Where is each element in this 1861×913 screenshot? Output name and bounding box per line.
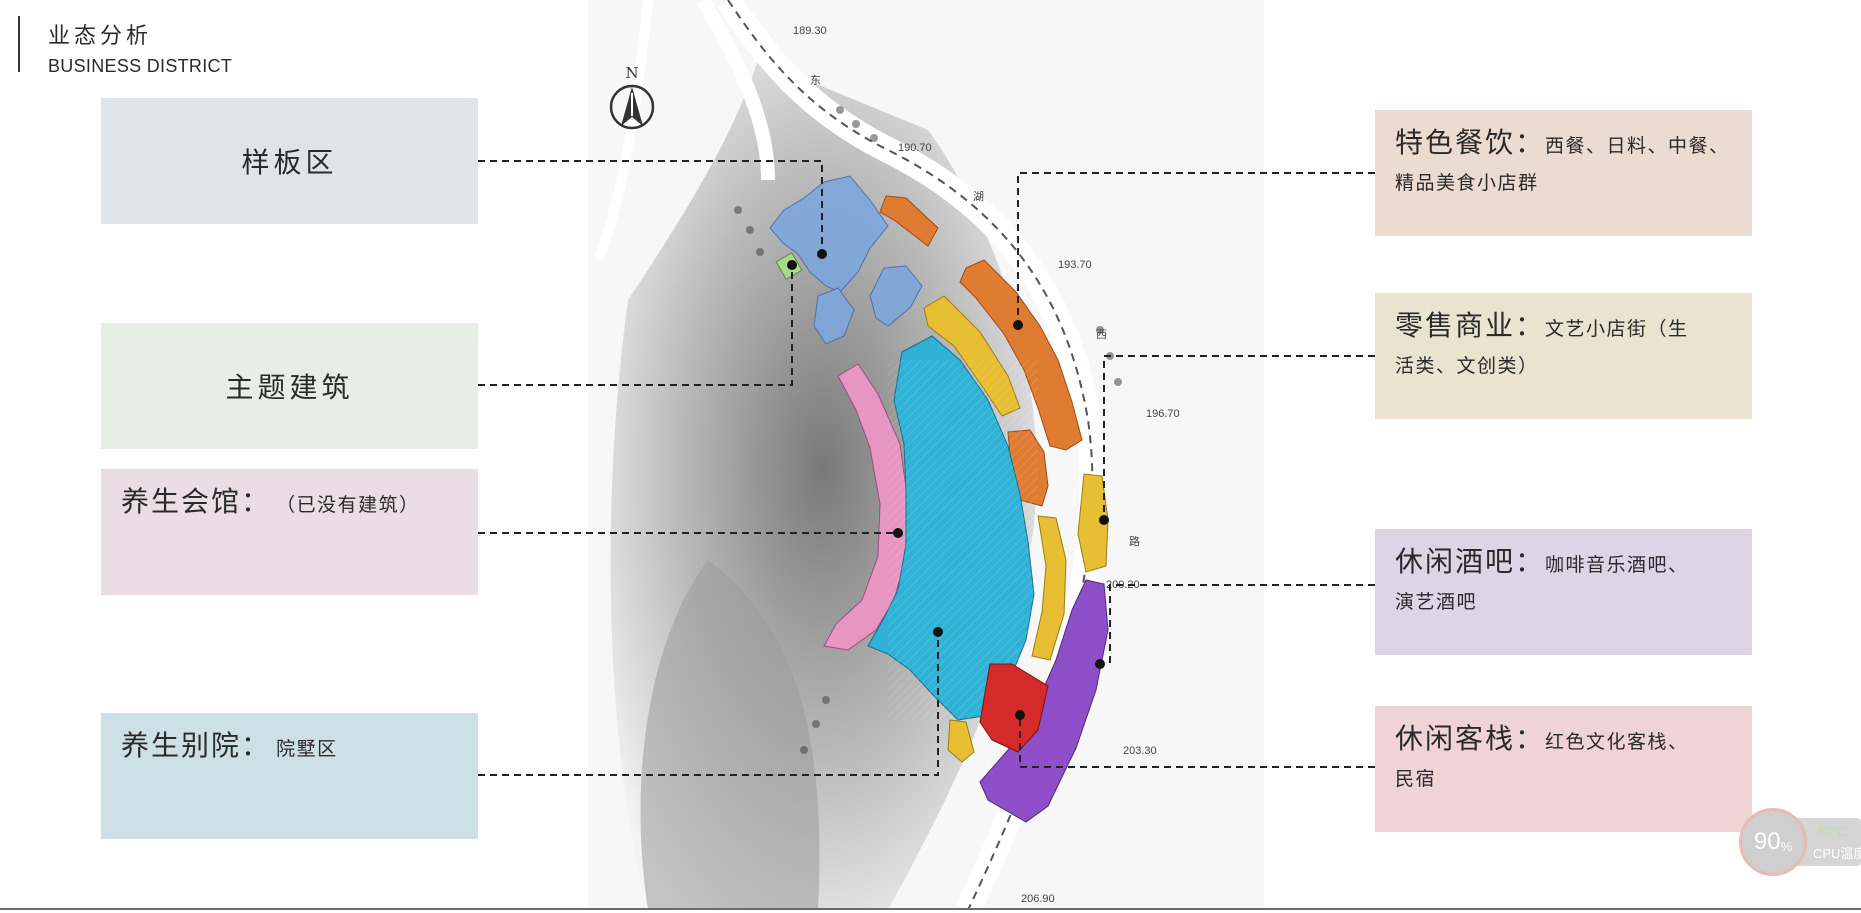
cpu-usage-ring[interactable]: 90%	[1739, 808, 1807, 876]
legend-label-bar: 休闲酒吧：	[1395, 545, 1546, 578]
svg-text:206.90: 206.90	[1021, 893, 1055, 905]
cpu-label: CPU温度	[1813, 846, 1861, 861]
legend-detail-dining-2: 精品美食小店群	[1395, 172, 1539, 194]
legend-detail-inn-1: 红色文化客栈、	[1545, 731, 1689, 753]
cpu-usage-value: 90	[1753, 828, 1781, 855]
svg-text:203.30: 203.30	[1123, 745, 1157, 757]
legend-box-theme-building: 主题建筑	[101, 323, 478, 449]
legend-detail-villa: 院墅区	[276, 738, 338, 760]
legend-detail-dining-1: 西餐、日料、中餐、	[1545, 135, 1730, 157]
legend-detail-retail-1: 文艺小店街（生	[1545, 318, 1689, 340]
page-title: 业态分析	[48, 24, 153, 49]
legend-label-dining: 特色餐饮：	[1395, 126, 1546, 159]
svg-text:189.30: 189.30	[793, 25, 827, 37]
cpu-temp: 42℃	[1817, 824, 1847, 839]
svg-text:196.70: 196.70	[1146, 408, 1180, 420]
legend-label-villa: 养生别院：	[121, 729, 272, 762]
legend-detail-bar-2: 演艺酒吧	[1395, 591, 1478, 613]
legend-detail-bar-1: 咖啡音乐酒吧、	[1545, 554, 1689, 576]
legend-detail-inn-2: 民宿	[1395, 768, 1437, 790]
legend-box-inn: 休闲客栈：红色文化客栈、 民宿	[1375, 706, 1752, 832]
legend-label-health-club: 养生会馆：	[121, 485, 272, 518]
zone-dining	[879, 195, 939, 247]
cpu-usage-unit: %	[1780, 838, 1793, 854]
legend-label-inn: 休闲客栈：	[1395, 722, 1546, 755]
svg-text:路: 路	[1129, 535, 1140, 548]
cpu-monitor-widget[interactable]: 90% 42℃ CPU温度	[1735, 806, 1861, 886]
legend-label-retail: 零售商业：	[1395, 309, 1546, 342]
legend-detail-health-club: （已没有建筑）	[276, 494, 420, 516]
legend-box-villa: 养生别院： 院墅区	[101, 713, 478, 839]
legend-label-template: 样板区	[241, 146, 338, 179]
page-subtitle: BUSINESS DISTRICT	[48, 56, 233, 76]
legend-box-health-club: 养生会馆： （已没有建筑）	[101, 469, 478, 595]
svg-text:190.70: 190.70	[898, 142, 932, 154]
legend-detail-retail-2: 活类、文创类）	[1395, 355, 1539, 377]
svg-text:193.70: 193.70	[1058, 259, 1092, 271]
svg-text:200.20: 200.20	[1106, 579, 1140, 591]
legend-box-bar: 休闲酒吧：咖啡音乐酒吧、 演艺酒吧	[1375, 529, 1752, 655]
legend-box-retail: 零售商业：文艺小店街（生 活类、文创类）	[1375, 293, 1752, 419]
legend-label-theme-building: 主题建筑	[225, 371, 354, 404]
north-label: N	[625, 64, 638, 82]
legend-box-template: 样板区	[101, 98, 478, 224]
north-arrow-icon	[609, 84, 655, 130]
legend-box-dining: 特色餐饮：西餐、日料、中餐、 精品美食小店群	[1375, 110, 1752, 236]
site-plan-map: N 189.30 东 190.70 湖 193.70 西 196.70 路 20…	[588, 0, 1264, 910]
svg-text:湖: 湖	[973, 190, 984, 203]
page-header: 业态分析 BUSINESS DISTRICT	[18, 16, 232, 76]
svg-text:西: 西	[1096, 328, 1107, 341]
svg-text:东: 东	[810, 74, 821, 87]
bottom-divider	[0, 908, 1861, 910]
